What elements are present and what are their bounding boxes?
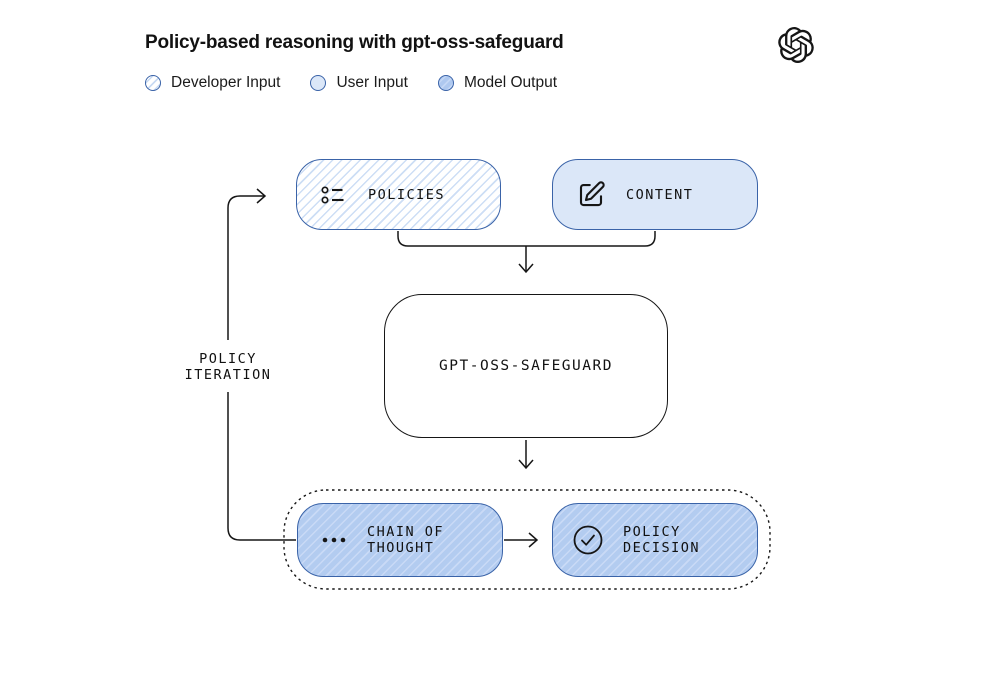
node-label-line2: THOUGHT — [367, 540, 435, 556]
node-label: GPT-OSS-SAFEGUARD — [439, 358, 613, 374]
node-label: CONTENT — [626, 186, 694, 203]
node-label: POLICIES — [368, 186, 446, 203]
ellipsis-icon — [322, 537, 346, 543]
legend-label: Model Output — [463, 74, 558, 91]
openai-logo-icon — [778, 27, 814, 63]
arrowhead-right-icon — [528, 532, 539, 548]
legend-item-user-input: User Input — [310, 74, 408, 92]
node-policies: POLICIES — [296, 159, 501, 230]
list-icon — [321, 185, 344, 204]
check-circle-icon — [573, 525, 603, 555]
merge-bracket-line — [397, 231, 656, 247]
developer-input-swatch-icon — [145, 75, 161, 91]
edit-icon — [579, 180, 605, 206]
node-content: CONTENT — [552, 159, 758, 230]
model-output-swatch-icon — [437, 75, 454, 91]
policy-iteration-line1: POLICY — [199, 351, 257, 367]
policy-iteration-line2: ITERATION — [184, 367, 272, 383]
legend-item-developer-input: Developer Input — [145, 74, 280, 92]
arrowhead-down-icon — [518, 263, 534, 274]
legend-item-model-output: Model Output — [437, 74, 558, 92]
policy-iteration-label: POLICY ITERATION — [158, 351, 298, 383]
legend-label: User Input — [336, 74, 408, 91]
page-title: Policy-based reasoning with gpt-oss-safe… — [145, 32, 564, 53]
arrowhead-right-icon — [256, 188, 267, 204]
user-input-swatch-icon — [310, 75, 327, 91]
node-gpt-oss-safeguard: GPT-OSS-SAFEGUARD — [384, 294, 668, 438]
legend-label: Developer Input — [171, 74, 281, 91]
node-label-line2: DECISION — [623, 540, 701, 556]
node-label-line1: CHAIN OF — [367, 524, 445, 540]
node-label-line1: POLICY — [623, 524, 681, 540]
arrowhead-down-icon — [518, 459, 534, 470]
legend: Developer Input User Input Model Output — [145, 74, 557, 92]
